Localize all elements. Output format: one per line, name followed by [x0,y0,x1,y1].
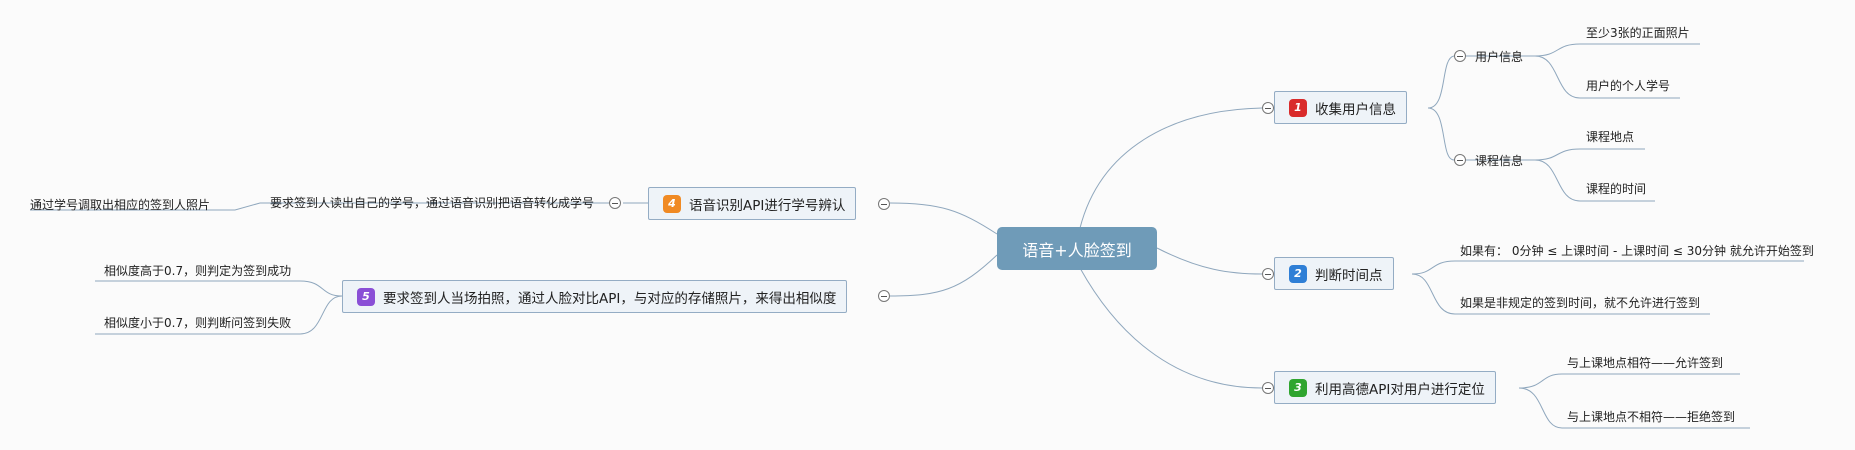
branch-voice-recognition[interactable]: 4 语音识别API进行学号辨认 [648,187,857,220]
leaf-time-window-rule[interactable]: 如果有： 0分钟 ≤ 上课时间 - 上课时间 ≤ 30分钟 就允许开始签到 [1460,244,1814,258]
central-topic-label: 语音+人脸签到 [1022,240,1132,260]
collapse-toggle-icon[interactable] [1262,102,1274,114]
connector-line [1534,159,1655,202]
leaf-location-match[interactable]: 与上课地点相符——允许签到 [1567,356,1724,370]
connector-line [1079,267,1263,389]
priority-1-icon: 1 [1289,98,1307,117]
collapse-toggle-icon[interactable] [878,290,890,302]
connector-line [1534,148,1645,161]
leaf-course-location[interactable]: 课程地点 [1586,130,1635,144]
connector-line [889,202,998,235]
priority-2-icon: 2 [1289,264,1307,283]
branch-face-compare[interactable]: 5 要求签到人当场拍照，通过人脸对比API，与对应的存储照片，来得出相似度 [342,280,848,313]
collapse-toggle-icon[interactable] [1262,268,1274,280]
connector-line [1518,373,1740,389]
collapse-toggle-icon[interactable] [1454,154,1466,166]
branch-label: 判断时间点 [1315,267,1383,284]
subtopic-read-student-id[interactable]: 要求签到人读出自己的学号，通过语音识别把语音转化成学号 [270,196,595,210]
collapse-toggle-icon[interactable] [609,197,621,209]
branch-gaode-location[interactable]: 3 利用高德API对用户进行定位 [1274,371,1496,404]
leaf-similarity-high[interactable]: 相似度高于0.7，则判定为签到成功 [104,264,292,278]
connector-line [1079,107,1263,229]
connector-line [1534,55,1680,99]
priority-3-icon: 3 [1289,378,1307,397]
leaf-front-photos[interactable]: 至少3张的正面照片 [1586,26,1690,40]
connector-line [95,295,343,335]
connector-line [1427,107,1455,161]
branch-label: 要求签到人当场拍照，通过人脸对比API，与对应的存储照片，来得出相似度 [383,290,837,307]
connector-line [889,254,998,297]
leaf-fetch-photo[interactable]: 通过学号调取出相应的签到人照片 [30,198,211,212]
central-topic[interactable]: 语音+人脸签到 [997,227,1157,270]
branch-label: 收集用户信息 [1315,101,1396,118]
connector-line [1411,273,1710,315]
leaf-student-id[interactable]: 用户的个人学号 [1586,79,1671,93]
branch-label: 语音识别API进行学号辨认 [689,197,846,214]
leaf-time-reject-rule[interactable]: 如果是非规定的签到时间，就不允许进行签到 [1460,296,1701,310]
collapse-toggle-icon[interactable] [878,198,890,210]
collapse-toggle-icon[interactable] [1262,382,1274,394]
subtopic-course-info[interactable]: 课程信息 [1475,154,1524,168]
collapse-toggle-icon[interactable] [1454,50,1466,62]
leaf-location-mismatch[interactable]: 与上课地点不相符——拒绝签到 [1567,410,1736,424]
priority-5-icon: 5 [357,287,375,306]
connector-line [1427,55,1455,109]
connector-line [30,202,609,211]
subtopic-user-info[interactable]: 用户信息 [1475,50,1524,64]
priority-4-icon: 4 [663,194,681,213]
connector-line [1534,43,1700,57]
connector-line [1411,260,1804,275]
branch-check-time[interactable]: 2 判断时间点 [1274,257,1394,290]
connector-line [1156,247,1263,275]
branch-collect-user-info[interactable]: 1 收集用户信息 [1274,91,1407,124]
connector-line [1518,387,1750,429]
leaf-course-time[interactable]: 课程的时间 [1586,182,1647,196]
leaf-similarity-low[interactable]: 相似度小于0.7，则判断问签到失败 [104,316,292,330]
branch-label: 利用高德API对用户进行定位 [1315,381,1485,398]
connector-line [95,280,343,297]
